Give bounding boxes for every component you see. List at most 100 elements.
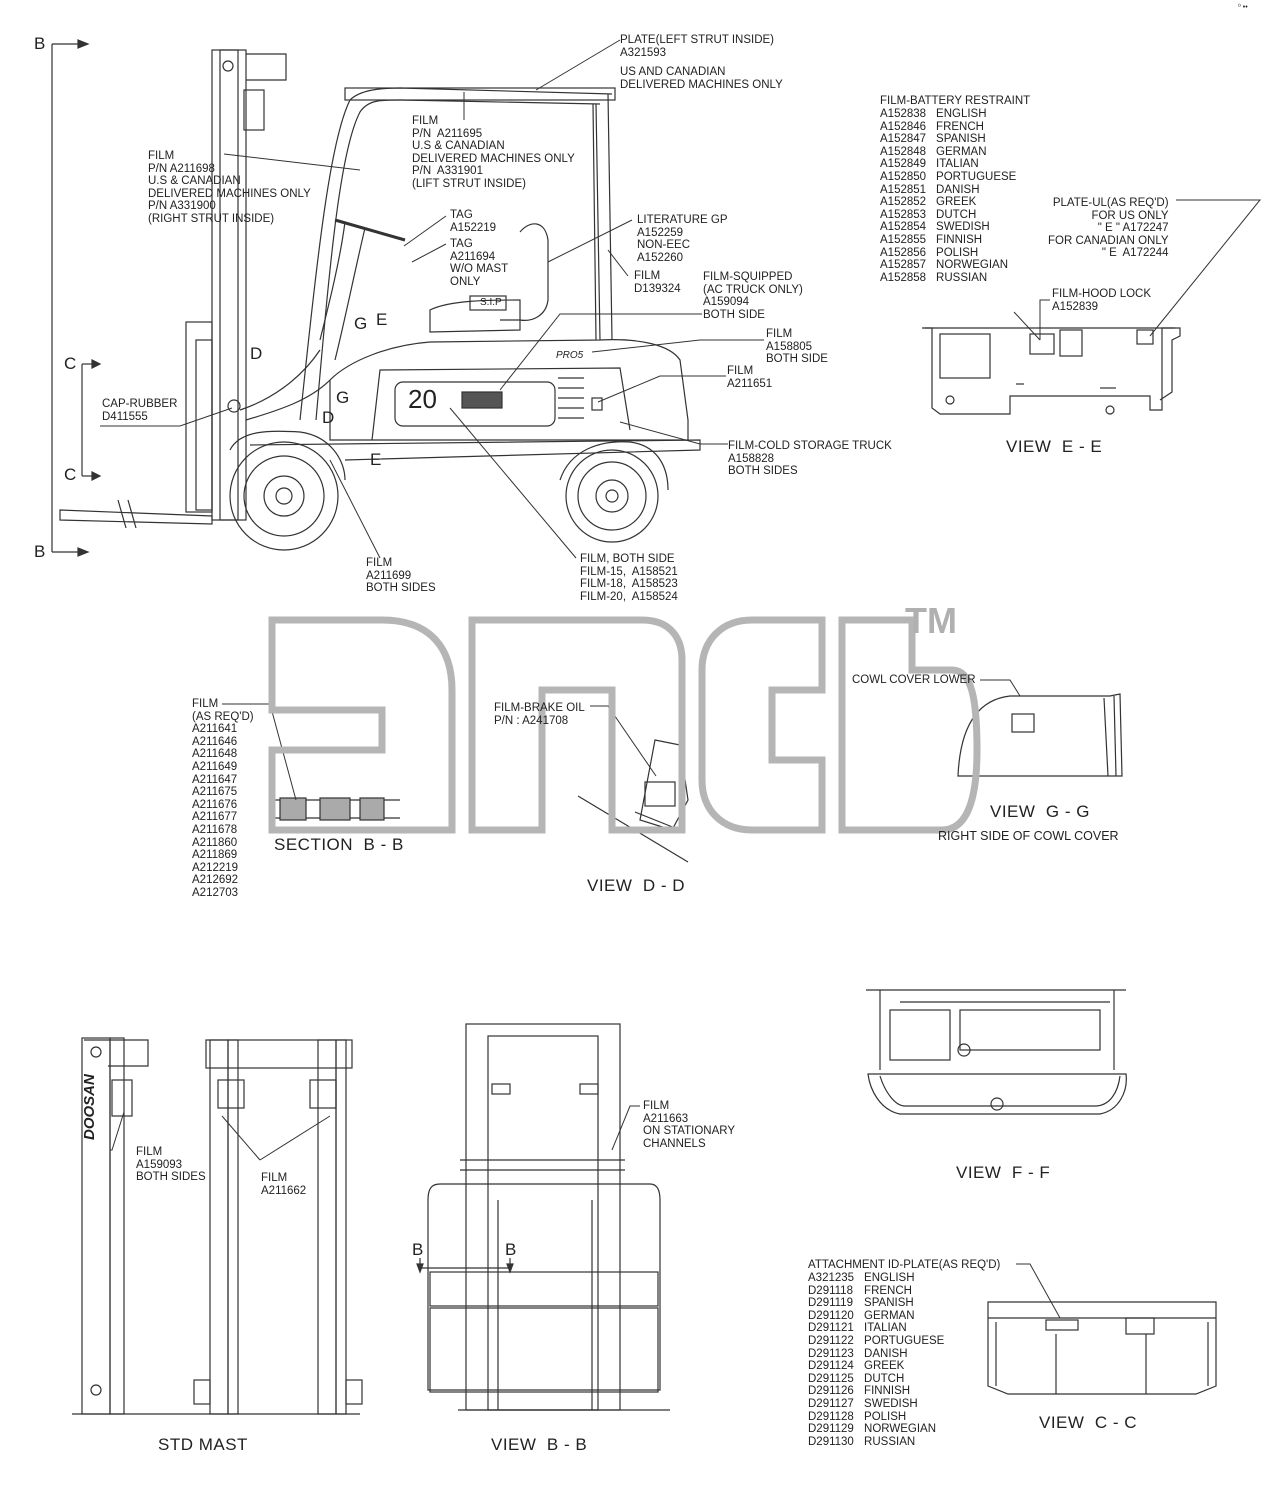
part-code: A152847 [880, 133, 927, 146]
section-c-marker [81, 359, 102, 481]
language: PORTUGUESE [936, 170, 1017, 183]
part-code: A152838 [880, 108, 927, 120]
view-ff-drawing [866, 989, 1127, 1115]
list-row: D291125 DUTCH [808, 1373, 944, 1386]
list-row: A152848 GERMAN [880, 146, 1016, 159]
battery-restraint-list: A152838 ENGLISH A152846 FRENCH A152847 SPANIS… [880, 108, 1016, 284]
section-letter-b-bottom: B [34, 542, 46, 561]
language: ITALIAN [936, 158, 979, 171]
section-letter-c-bottom: C [64, 465, 77, 484]
list-row: D291130 RUSSIAN [808, 1436, 944, 1449]
language: RUSSIAN [864, 1435, 916, 1448]
part-code: D291122 [808, 1334, 854, 1347]
part-code: A152848 [880, 145, 927, 158]
part-code: D291123 [808, 1347, 854, 1360]
label-literature-gp: LITERATURE GP A152259 NON-EEC A152260 [637, 214, 728, 264]
list-row: A152847 SPANISH [880, 133, 1016, 146]
language: GREEK [864, 1360, 905, 1373]
part-code: D291126 [808, 1385, 854, 1398]
section-letter-g-lower: G [336, 388, 350, 407]
label-plate-ul: PLATE-UL(AS REQ'D) FOR US ONLY " E " A17… [1048, 197, 1169, 260]
label-cowl-cover-lower: COWL COVER LOWER [852, 674, 976, 686]
part-code: A152852 [880, 196, 927, 209]
label-film-squipped: FILM-SQUIPPED (AC TRUCK ONLY) A159094 BO… [703, 271, 803, 321]
label-film-as-reqd: FILM (AS REQ'D) A211641 A211646 A211648 … [192, 698, 254, 899]
part-code: A152856 [880, 246, 927, 259]
label-film-both-side: FILM, BOTH SIDE FILM-15, A158521 FILM-18… [580, 553, 678, 603]
list-row: A152850 PORTUGUESE [880, 171, 1016, 184]
language: FRENCH [864, 1284, 912, 1297]
label-film-a159093: FILM A159093 BOTH SIDES [136, 1146, 206, 1184]
language: GREEK [936, 196, 977, 209]
section-bb-drawing [270, 797, 400, 821]
label-us-canadian-only: US AND CANADIAN DELIVERED MACHINES ONLY [620, 66, 783, 91]
label-film-a211663: FILM A211663 ON STATIONARY CHANNELS [643, 1100, 736, 1150]
title-view-dd: VIEW D - D [587, 876, 686, 895]
language: DUTCH [864, 1372, 905, 1385]
part-code: D291118 [808, 1284, 853, 1297]
sip-decal-text: S.I.P [480, 297, 502, 308]
language: ITALIAN [864, 1322, 907, 1335]
part-code: D291124 [808, 1360, 854, 1373]
label-tag-a152219: TAG A152219 [450, 209, 497, 234]
language: SPANISH [936, 133, 986, 146]
part-code: A152857 [880, 259, 927, 272]
language: DANISH [936, 183, 980, 196]
label-film-battery-restraint: FILM-BATTERY RESTRAINT [880, 95, 1031, 107]
language: ENGLISH [936, 108, 987, 120]
list-row: A152838 ENGLISH [880, 108, 1016, 121]
model-number-decal: 20 [408, 384, 437, 414]
label-film-a158805: FILM A158805 BOTH SIDE [766, 328, 828, 366]
list-row: A152851 DANISH [880, 184, 1016, 197]
part-code: D291121 [808, 1322, 854, 1335]
part-code: A152846 [880, 120, 927, 133]
list-row: A152852 GREEK [880, 196, 1016, 209]
language: GERMAN [936, 145, 987, 158]
language: FRENCH [936, 120, 984, 133]
language: PORTUGUESE [864, 1334, 945, 1347]
part-code: D291129 [808, 1423, 854, 1436]
language: ENGLISH [864, 1272, 915, 1284]
part-code: A152854 [880, 221, 927, 234]
title-view-cc: VIEW C - C [1039, 1413, 1138, 1432]
list-row: A152846 FRENCH [880, 121, 1016, 134]
title-view-ff: VIEW F - F [956, 1163, 1051, 1182]
label-film-d139324: FILM D139324 [634, 270, 681, 295]
part-code: D291125 [808, 1372, 854, 1385]
section-letter-b-top: B [34, 34, 46, 53]
label-film-cold-storage: FILM-COLD STORAGE TRUCK A158828 BOTH SID… [728, 440, 892, 478]
section-letter-d-lower: D [322, 408, 335, 427]
part-code: A152850 [880, 170, 927, 183]
part-code: D291130 [808, 1435, 854, 1448]
list-row: A321235 ENGLISH [808, 1272, 944, 1285]
corner-mark: ⁰ •• [1238, 4, 1248, 11]
doosan-mast-lettering: DOOSAN [81, 1074, 98, 1140]
section-letter-c-top: C [64, 354, 77, 373]
list-row: D291126 FINNISH [808, 1385, 944, 1398]
part-code: A152851 [880, 183, 927, 196]
forklift-side-view [59, 49, 701, 551]
label-cap-rubber: CAP-RUBBER D411555 [102, 398, 178, 423]
label-film-hood-lock: FILM-HOOD LOCK A152839 [1052, 288, 1152, 313]
language: FINNISH [864, 1385, 911, 1398]
part-code: A321235 [808, 1272, 855, 1284]
title-view-bb: VIEW B - B [491, 1435, 588, 1454]
label-film-a211695: FILM P/N A211695 U.S & CANADIAN DELIVERE… [412, 115, 575, 190]
part-code: A152853 [880, 208, 927, 221]
label-attachment-id-plate: ATTACHMENT ID-PLATE(AS REQ'D) [808, 1259, 1001, 1271]
label-plate-left-strut: PLATE(LEFT STRUT INSIDE) A321593 [620, 34, 774, 59]
section-letter-e-upper: E [376, 310, 388, 329]
section-letter-g-upper: G [354, 314, 368, 333]
list-row: D291122 PORTUGUESE [808, 1335, 944, 1348]
view-bb-drawing [416, 1023, 670, 1411]
title-view-gg: VIEW G - G [990, 802, 1090, 821]
pro5-decal-text: PRO5 [556, 350, 584, 361]
section-letter-d-upper: D [250, 344, 263, 363]
